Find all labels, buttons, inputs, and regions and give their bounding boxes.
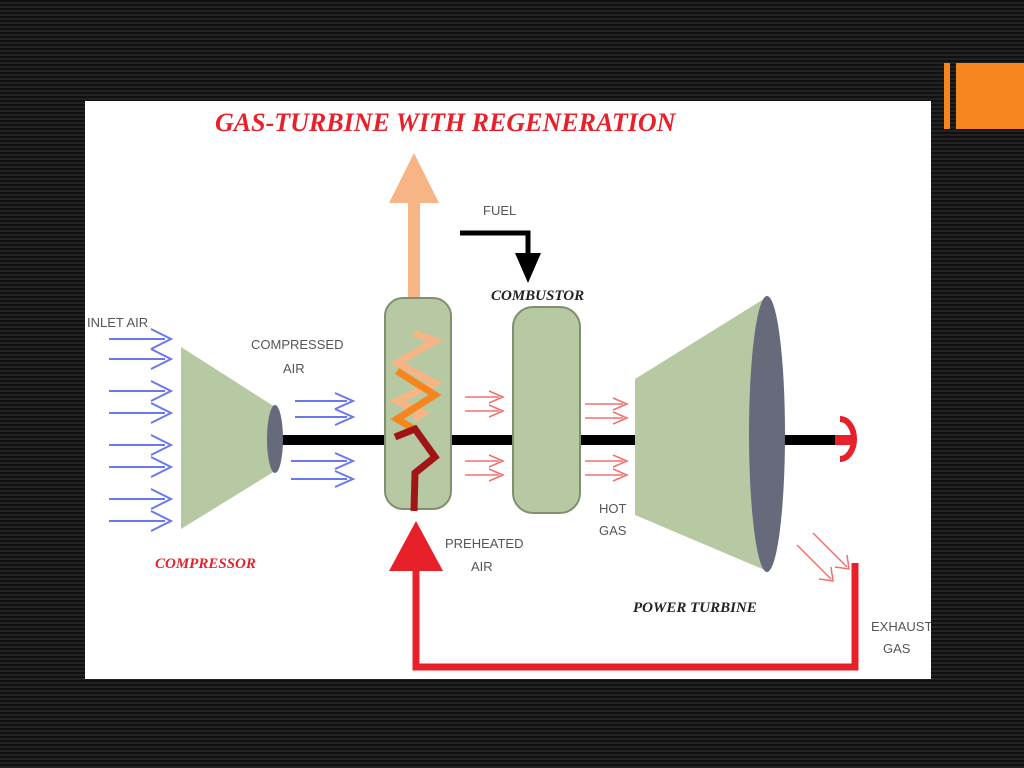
preheated-air-label-line1: PREHEATED [445, 536, 524, 551]
exhaust-gas-label-line2: GAS [883, 641, 911, 656]
compressed-air-label-line1: COMPRESSED [251, 337, 343, 352]
hot-gas-label-line1: HOT [599, 501, 627, 516]
regeneration-diagram: GAS-TURBINE WITH REGENERATION FUEL COMBU… [87, 108, 931, 671]
diagram-title: GAS-TURBINE WITH REGENERATION [215, 108, 677, 137]
regenerator-coil-middle [390, 368, 442, 433]
compressor-label: COMPRESSOR [155, 556, 256, 572]
regenerator-coil-bottom [393, 424, 440, 512]
accent-bar-thin [944, 63, 950, 129]
exhaust-gas-label-line1: EXHAUST [871, 619, 931, 634]
combustor [512, 306, 581, 514]
regenerator-coil-top [388, 329, 444, 422]
power-turbine [635, 296, 785, 572]
power-turbine-label: POWER TURBINE [633, 600, 757, 616]
compressed-air-arrows [291, 392, 356, 488]
diagram-panel: GAS-TURBINE WITH REGENERATION FUEL COMBU… [85, 101, 931, 679]
compressor [181, 347, 283, 529]
preheated-air-label-line2: AIR [471, 559, 493, 574]
accent-bar-wide [956, 63, 1024, 129]
exhaust-return-loop [389, 521, 859, 671]
slide-accent-decoration [944, 63, 1024, 129]
inlet-air-arrows [109, 328, 174, 532]
compressed-air-label-line2: AIR [283, 361, 305, 376]
exhaust-outlet-arrows [796, 532, 850, 582]
fuel-line [460, 230, 541, 283]
combustor-label: COMBUSTOR [491, 288, 584, 304]
hot-gas-arrows [585, 397, 629, 482]
inlet-air-label: INLET AIR [87, 315, 148, 330]
shaft-coupling [835, 435, 855, 445]
preheated-to-combustor-arrows [465, 390, 505, 482]
hot-gas-label-line2: GAS [599, 523, 627, 538]
fuel-label: FUEL [483, 203, 516, 218]
